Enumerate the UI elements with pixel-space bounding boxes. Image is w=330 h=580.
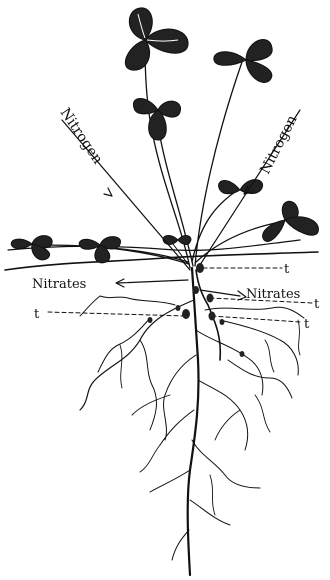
clover-leaves <box>11 8 318 263</box>
nitrogen-label-left: Nitrogen <box>57 105 106 167</box>
nitrates-label-left: Nitrates <box>32 277 86 292</box>
t-label-left: t <box>34 307 40 322</box>
leaf-far-right <box>263 201 319 241</box>
nitrates-arrows <box>116 279 246 300</box>
t-label-top: t <box>284 262 290 277</box>
t-label-right-mid: t <box>314 297 320 312</box>
nitrogen-label-right: Nitrogen <box>257 113 300 177</box>
t-label-right-low: t <box>304 317 310 332</box>
leaf-upper-right <box>214 39 272 82</box>
leaf-ground-left <box>11 236 52 260</box>
arrowhead-icon <box>104 188 112 196</box>
leaf-ground-middle <box>79 237 120 263</box>
leaf-middle <box>133 98 180 140</box>
leaf-top <box>125 8 188 70</box>
leaf-right-middle <box>219 180 263 194</box>
